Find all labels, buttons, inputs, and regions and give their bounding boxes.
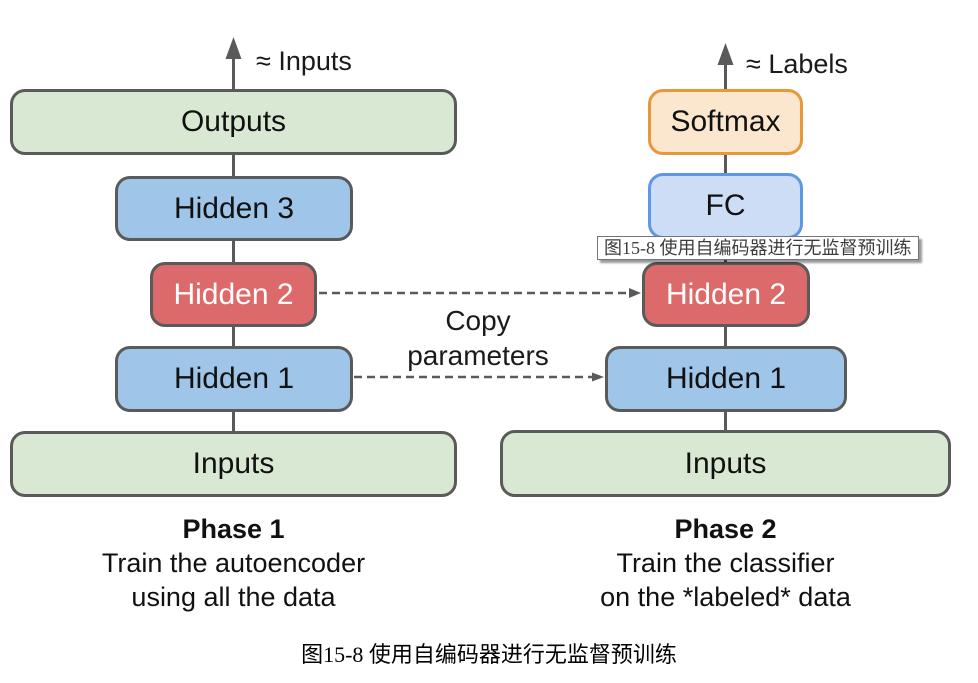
phase2-caption: Phase 2 Train the classifier on the *lab… — [550, 512, 901, 614]
box-hidden2-left: Hidden 2 — [150, 262, 317, 327]
box-softmax-label: Softmax — [670, 105, 781, 138]
box-hidden1-left: Hidden 1 — [115, 346, 353, 412]
phase2-title: Phase 2 — [674, 514, 777, 544]
copy-parameters-line2: parameters — [407, 340, 549, 371]
phase1-line1: Train the autoencoder — [101, 548, 366, 578]
right-up-arrow — [717, 43, 734, 89]
approx-labels-label: ≈ Labels — [746, 49, 848, 79]
phase1-title: Phase 1 — [182, 514, 285, 544]
image-title-tooltip: 图15-8 使用自编码器进行无监督预训练 — [597, 236, 919, 260]
box-hidden1-right-label: Hidden 1 — [665, 362, 787, 395]
box-fc-label: FC — [705, 189, 746, 222]
box-outputs: Outputs — [10, 89, 457, 155]
copy-arrow-hidden1 — [354, 372, 604, 382]
copy-parameters-line1: Copy — [445, 305, 511, 336]
box-inputs-right: Inputs — [500, 430, 951, 497]
box-inputs-left-label: Inputs — [192, 447, 275, 480]
box-hidden3-label: Hidden 3 — [173, 191, 295, 225]
box-inputs-left: Inputs — [10, 431, 457, 497]
figure-caption: 图15-8 使用自编码器进行无监督预训练 — [301, 642, 677, 667]
box-inputs-right-label: Inputs — [684, 446, 767, 480]
box-fc: FC — [648, 173, 803, 239]
phase2-line1: Train the classifier — [616, 548, 835, 578]
copy-arrow-hidden2 — [319, 288, 641, 298]
left-up-arrow — [225, 37, 242, 89]
box-hidden1-left-label: Hidden 1 — [173, 362, 295, 395]
box-hidden2-right: Hidden 2 — [642, 262, 810, 327]
phase1-caption: Phase 1 Train the autoencoder using all … — [58, 512, 409, 614]
phase1-line2: using all the data — [131, 582, 336, 612]
phase2-line2: on the *labeled* data — [600, 582, 851, 612]
box-hidden2-left-label: Hidden 2 — [173, 277, 294, 311]
box-outputs-label: Outputs — [180, 105, 287, 138]
box-hidden1-right: Hidden 1 — [605, 346, 847, 412]
approx-inputs-label: ≈ Inputs — [256, 46, 352, 76]
box-softmax: Softmax — [648, 89, 803, 155]
copy-parameters-label: Copy parameters — [378, 303, 578, 373]
box-hidden2-right-label: Hidden 2 — [665, 277, 787, 311]
box-hidden3: Hidden 3 — [115, 176, 353, 241]
